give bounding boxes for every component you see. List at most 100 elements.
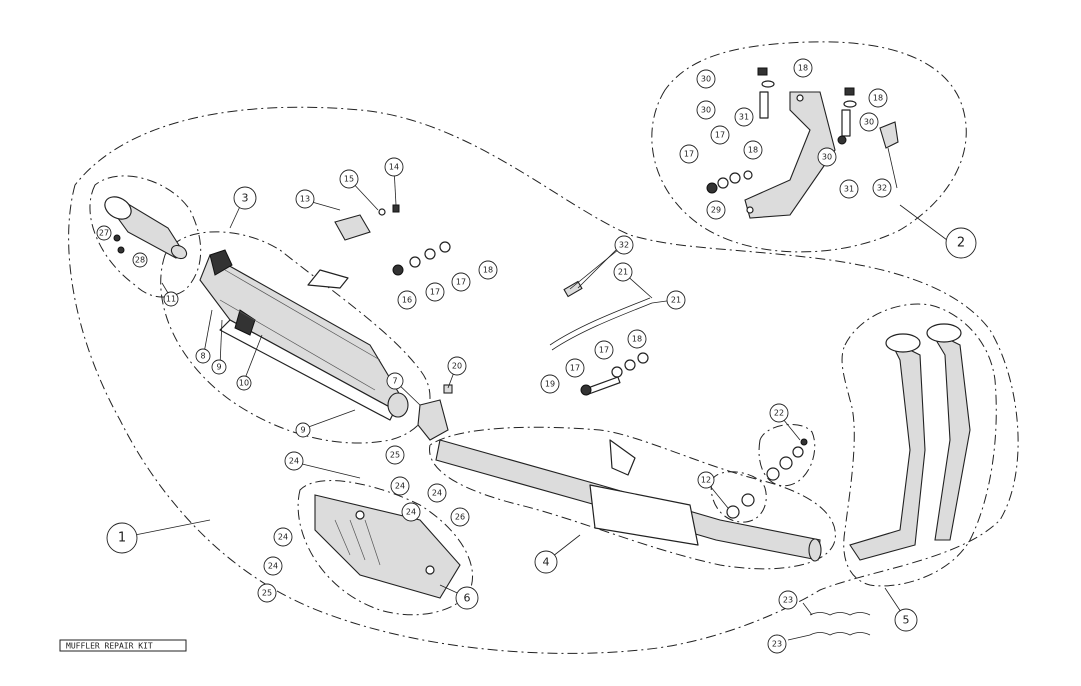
callout-8: 8 xyxy=(195,348,211,364)
callout-23-b: 23 xyxy=(767,634,787,654)
callout-6: 6 xyxy=(455,586,479,610)
svg-text:9: 9 xyxy=(216,363,221,372)
nut-22-part xyxy=(766,438,808,481)
callout-17-a: 17 xyxy=(425,282,445,302)
svg-text:15: 15 xyxy=(344,175,354,184)
callout-32-b: 32 xyxy=(614,235,634,255)
svg-text:5: 5 xyxy=(903,614,910,627)
svg-text:24: 24 xyxy=(406,508,416,517)
svg-text:18: 18 xyxy=(632,335,642,344)
boundary-link-pipe xyxy=(429,426,836,570)
callout-18-d: 18 xyxy=(868,88,888,108)
springs-23-part xyxy=(809,612,871,636)
callout-25-a: 25 xyxy=(385,445,405,465)
svg-text:12: 12 xyxy=(701,476,711,485)
svg-text:24: 24 xyxy=(289,457,299,466)
boundary-muffler xyxy=(160,231,431,444)
svg-text:10: 10 xyxy=(239,379,249,388)
svg-text:32: 32 xyxy=(619,241,629,250)
callout-11: 11 xyxy=(163,291,179,307)
callout-22: 22 xyxy=(769,403,789,423)
callout-18-c: 18 xyxy=(793,58,813,78)
svg-text:11: 11 xyxy=(166,295,176,304)
svg-text:23: 23 xyxy=(783,596,793,605)
svg-text:17: 17 xyxy=(430,288,440,297)
svg-text:18: 18 xyxy=(798,64,808,73)
callout-18-e: 18 xyxy=(743,140,763,160)
svg-text:MUFFLER REPAIR KIT: MUFFLER REPAIR KIT xyxy=(66,642,153,651)
heat-shield-part xyxy=(314,494,461,599)
callout-10: 10 xyxy=(236,375,252,391)
svg-text:21: 21 xyxy=(671,296,681,305)
callout-17-d: 17 xyxy=(594,340,614,360)
svg-text:26: 26 xyxy=(455,513,465,522)
callout-18-a: 18 xyxy=(478,260,498,280)
sensor-cable-part xyxy=(549,280,653,351)
callout-30-d: 30 xyxy=(817,147,837,167)
svg-text:22: 22 xyxy=(774,409,784,418)
svg-text:31: 31 xyxy=(739,113,749,122)
svg-text:17: 17 xyxy=(599,346,609,355)
svg-text:29: 29 xyxy=(711,206,721,215)
muffler-part xyxy=(199,249,409,421)
svg-text:30: 30 xyxy=(822,153,832,162)
gasket-12-part xyxy=(726,493,755,519)
svg-text:25: 25 xyxy=(262,589,272,598)
svg-text:28: 28 xyxy=(135,256,145,265)
callout-17-e: 17 xyxy=(679,144,699,164)
bracket-group-2-part xyxy=(706,67,899,219)
callout-13: 13 xyxy=(295,189,315,209)
svg-text:6: 6 xyxy=(464,592,471,605)
callout-17-f: 17 xyxy=(710,125,730,145)
callout-14: 14 xyxy=(384,157,404,177)
callout-29: 29 xyxy=(706,200,726,220)
header-part xyxy=(849,323,971,561)
callout-24-f: 24 xyxy=(263,556,283,576)
bracket-13-part xyxy=(334,204,400,241)
tailpipe-part xyxy=(104,196,188,260)
callout-24-b: 24 xyxy=(390,476,410,496)
svg-text:17: 17 xyxy=(715,131,725,140)
clamp-7-part xyxy=(417,384,453,441)
callout-24-e: 24 xyxy=(273,527,293,547)
bolt-19-part xyxy=(580,352,649,396)
link-pipe-part xyxy=(435,439,822,562)
svg-text:21: 21 xyxy=(618,268,628,277)
callout-9-lower: 9 xyxy=(295,422,311,438)
callout-24-d: 24 xyxy=(401,502,421,522)
callout-18-b: 18 xyxy=(627,329,647,349)
callout-30-c: 30 xyxy=(859,112,879,132)
callout-26: 26 xyxy=(450,507,470,527)
callout-7: 7 xyxy=(386,372,404,390)
boundary-tailpipe xyxy=(89,175,202,298)
callout-32-a: 32 xyxy=(872,178,892,198)
callout-23-a: 23 xyxy=(778,590,798,610)
svg-text:18: 18 xyxy=(873,94,883,103)
callout-19: 19 xyxy=(540,374,560,394)
svg-text:30: 30 xyxy=(701,106,711,115)
svg-text:17: 17 xyxy=(456,278,466,287)
svg-text:24: 24 xyxy=(268,562,278,571)
svg-text:23: 23 xyxy=(772,640,782,649)
callout-21-b: 21 xyxy=(666,290,686,310)
svg-text:17: 17 xyxy=(570,364,580,373)
callout-31-a: 31 xyxy=(734,107,754,127)
svg-text:14: 14 xyxy=(389,163,399,172)
callout-21-a: 21 xyxy=(613,262,633,282)
callout-24-c: 24 xyxy=(427,483,447,503)
callout-27: 27 xyxy=(96,225,112,241)
svg-text:27: 27 xyxy=(99,229,109,238)
callouts: 1 2 3 4 5 6 7 8 9 9 10 11 12 13 14 15 16… xyxy=(96,58,977,654)
svg-text:20: 20 xyxy=(452,362,462,371)
svg-text:7: 7 xyxy=(392,377,397,386)
callout-20: 20 xyxy=(447,356,467,376)
callout-25-b: 25 xyxy=(257,583,277,603)
svg-text:18: 18 xyxy=(483,266,493,275)
svg-text:30: 30 xyxy=(864,118,874,127)
svg-text:13: 13 xyxy=(300,195,310,204)
svg-text:8: 8 xyxy=(200,352,205,361)
callout-24-a: 24 xyxy=(284,451,304,471)
svg-text:3: 3 xyxy=(242,192,249,205)
callout-3: 3 xyxy=(233,186,257,210)
